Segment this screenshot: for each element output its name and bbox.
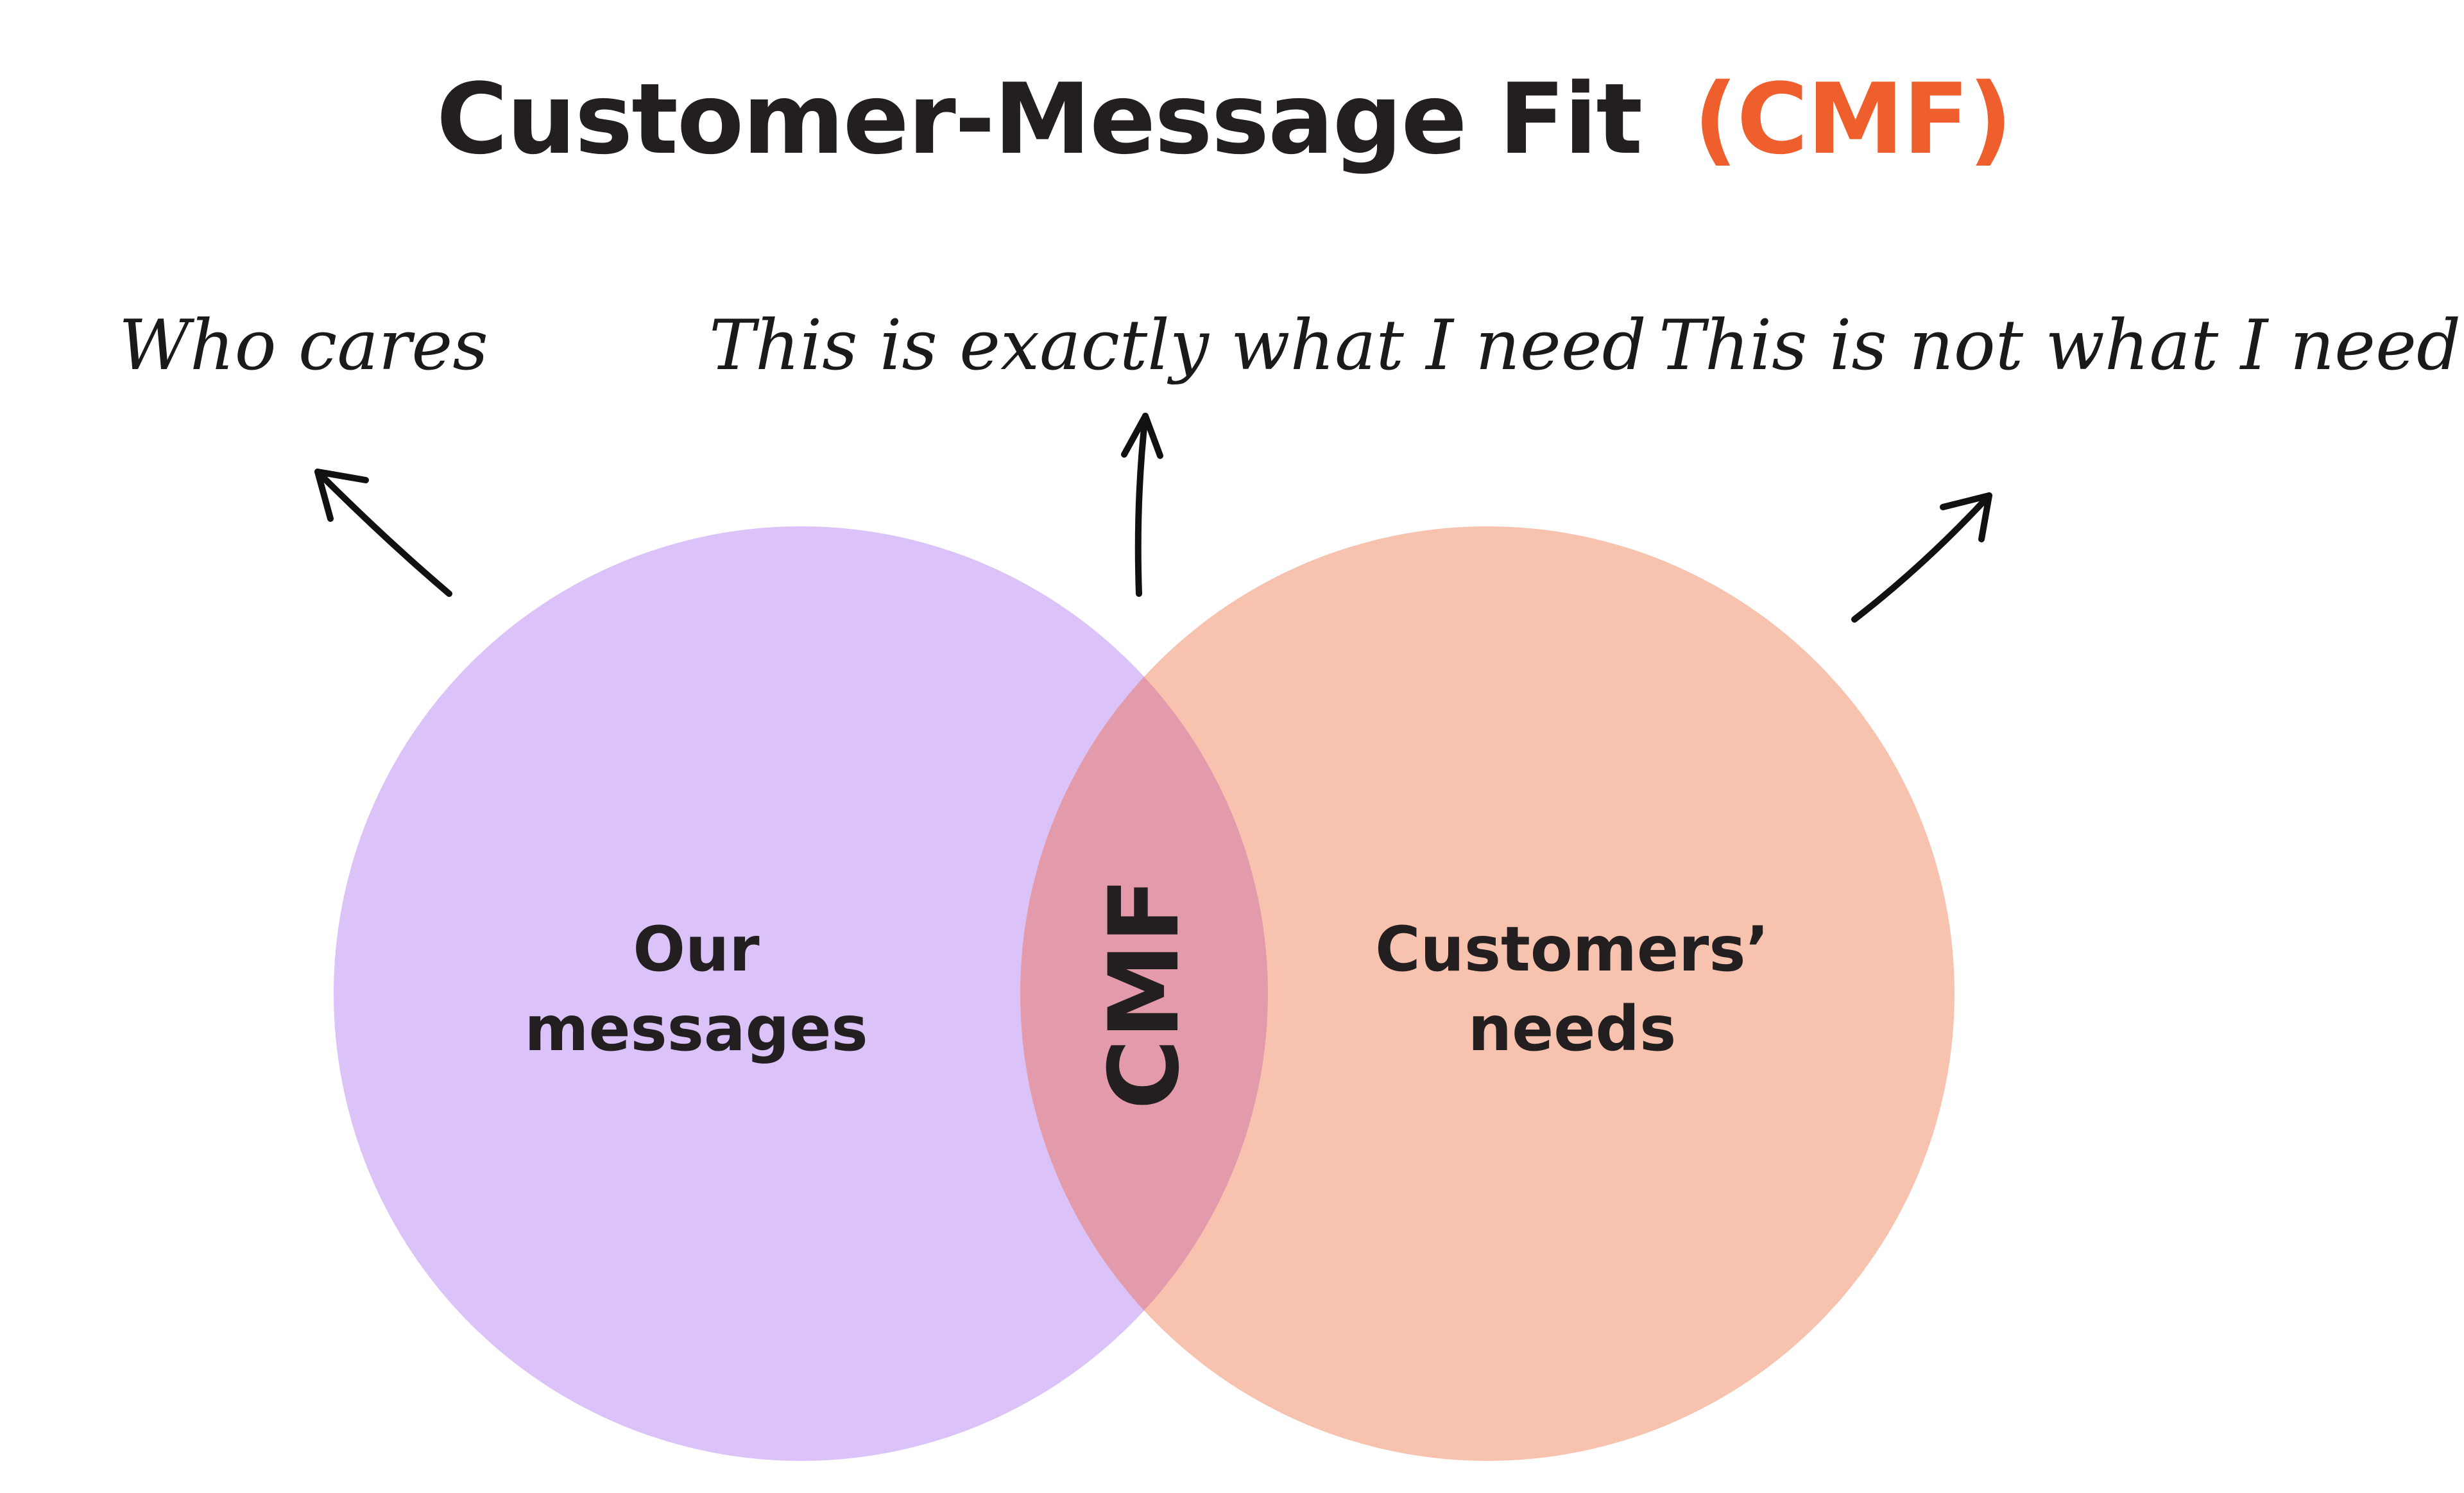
annotation-exactly-what-i-need: This is exactly what I need [709,306,1647,386]
arrow-up-icon [1121,413,1163,597]
annotation-who-cares: Who cares [119,306,488,386]
customers-needs-circle [1020,526,1955,1461]
arrow-up-right-icon [1851,492,1992,623]
our-messages-label-line1: Our [633,913,760,985]
diagram-title: Customer-Message Fit (CMF) [436,62,2012,176]
customers-needs-label-line2: needs [1468,993,1676,1065]
our-messages-label-line2: messages [524,993,868,1065]
title-main: Customer-Message Fit [436,62,1641,176]
overlap-cmf-label: CMF [1089,877,1201,1110]
title-accent: (CMF) [1693,62,2012,176]
our-messages-circle [334,526,1268,1461]
customers-needs-label-line1: Customers’ [1375,913,1769,985]
arrow-up-left-icon [314,469,452,597]
annotation-not-what-i-need: This is not what I need [1659,306,2461,386]
